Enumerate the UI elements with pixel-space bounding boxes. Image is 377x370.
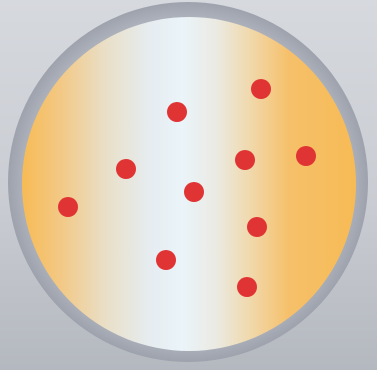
bacterial-colony-3	[116, 159, 136, 179]
bacterial-colony-4	[235, 150, 255, 170]
bacterial-colony-1	[167, 102, 187, 122]
bacterial-colony-5	[296, 146, 316, 166]
bacterial-colony-9	[156, 250, 176, 270]
bacterial-colony-7	[184, 182, 204, 202]
bacterial-colony-2	[251, 79, 271, 99]
bacterial-colony-8	[247, 217, 267, 237]
bacterial-colony-10	[237, 277, 257, 297]
bacterial-colony-6	[58, 197, 78, 217]
